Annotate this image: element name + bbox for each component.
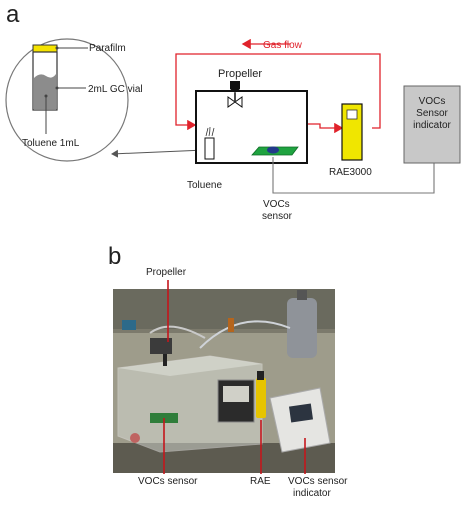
panel-a-letter: a (6, 1, 20, 28)
indicator-label-3: indicator (413, 120, 451, 131)
vocs-sensor-label-1: VOCs (263, 199, 290, 210)
toluene-liquid (34, 74, 56, 109)
photo-indicator-label-2: indicator (293, 488, 331, 499)
photo-annotations: b (108, 243, 348, 499)
parafilm-cap (32, 44, 58, 53)
toluene-label: Toluene (187, 180, 222, 191)
panel-b-letter: b (108, 243, 121, 270)
schematic-panel: a Parafilm 2mL GC vial Toluene 1mL Gas f… (0, 0, 465, 230)
photo-pointers (163, 280, 306, 474)
sensor-indicator-box (403, 85, 461, 164)
photo-rae-label: RAE (250, 476, 271, 487)
vial-inset: Parafilm 2mL GC vial Toluene 1mL (5, 38, 143, 162)
lab-setup-photo (113, 289, 335, 473)
gas-flow-label: Gas flow (263, 40, 303, 51)
vocs-sensor (251, 146, 299, 156)
propeller-label: Propeller (218, 68, 262, 80)
schematic-diagram: a Parafilm 2mL GC vial Toluene 1mL Gas f… (5, 1, 461, 222)
parafilm-label: Parafilm (89, 43, 126, 54)
chamber-toluene-vial (204, 126, 215, 160)
rae3000-label: RAE3000 (329, 167, 372, 178)
sensor-cable (272, 157, 435, 194)
gc-vial-label: 2mL GC vial (88, 84, 143, 95)
propeller (227, 81, 243, 108)
vocs-sensor-label-2: sensor (262, 211, 293, 222)
toluene-1ml-label: Toluene 1mL (22, 138, 80, 149)
photo-vocs-sensor-label: VOCs sensor (138, 476, 198, 487)
photo-indicator-label-1: VOCs sensor (288, 476, 348, 487)
indicator-label-2: Sensor (416, 108, 448, 119)
magnify-arrow (111, 149, 206, 158)
gas-flow-loop: Gas flow (175, 38, 381, 134)
photo-propeller-label: Propeller (146, 267, 187, 278)
rae3000-device (341, 103, 363, 161)
indicator-label-1: VOCs (419, 96, 446, 107)
photo-panel: b (0, 238, 465, 502)
